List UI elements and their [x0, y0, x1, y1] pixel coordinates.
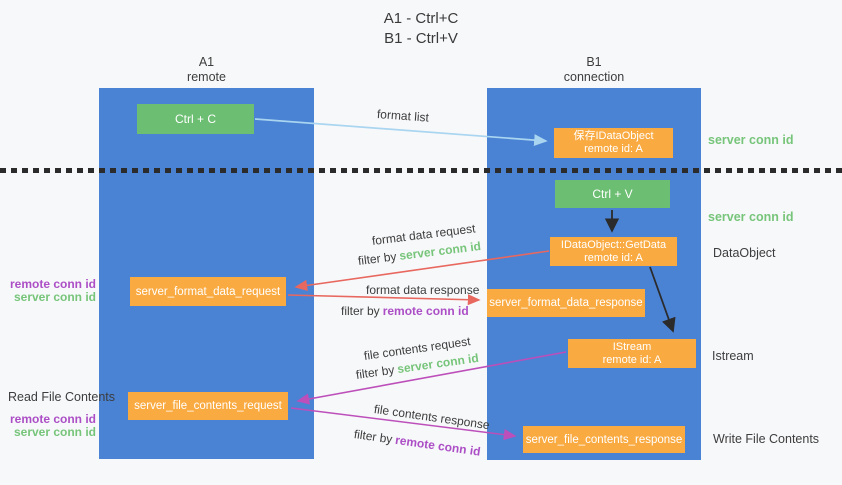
ctrl-v-label: Ctrl + V — [592, 187, 633, 201]
server-conn-id-label-left-top: server conn id — [13, 290, 96, 304]
read-file-contents-label: Read File Contents — [8, 390, 116, 404]
lane-b-header: B1 connection — [487, 55, 701, 85]
filter-by-text-4: filter by — [353, 427, 394, 447]
ctrl-v-box: Ctrl + V — [555, 180, 670, 208]
server-conn-id-label-top: server conn id — [708, 133, 794, 147]
lane-a-header: A1 remote — [99, 55, 314, 85]
format-response-label: server_format_data_response — [489, 297, 643, 309]
getdata-label: IDataObject::GetData — [560, 238, 667, 251]
remote-conn-id-label-bottom: remote conn id — [9, 412, 96, 426]
dashed-divider — [0, 168, 842, 173]
remote-conn-id-label-top: remote conn id — [9, 277, 96, 291]
filter-by-text-3: filter by — [355, 362, 396, 382]
title-line-1: A1 - Ctrl+C — [383, 10, 459, 27]
save-dataobject-box: 保存IDataObject remote id: A — [554, 128, 673, 158]
save-dataobject-remote-id: remote id: A — [584, 143, 643, 155]
istream-side-label: Istream — [712, 349, 754, 363]
file-response-label: server_file_contents_response — [525, 433, 683, 446]
write-file-contents-label: Write File Contents — [713, 432, 820, 446]
server-conn-id-label-left-bottom: server conn id — [13, 425, 96, 439]
save-dataobject-label: 保存IDataObject — [573, 130, 654, 142]
ctrl-c-label: Ctrl + C — [174, 112, 216, 126]
lane-a-role: remote — [187, 70, 226, 84]
ctrl-c-box: Ctrl + C — [137, 104, 254, 134]
istream-label: IStream — [612, 340, 652, 353]
lane-a-name: A1 — [198, 55, 215, 69]
istream-remote-id: remote id: A — [602, 353, 662, 366]
lane-b-name: B1 — [586, 55, 602, 69]
dataobject-label: DataObject — [713, 246, 776, 260]
server-conn-id-label-mid: server conn id — [708, 210, 794, 224]
title-line-2: B1 - Ctrl+V — [384, 30, 458, 47]
getdata-box: IDataObject::GetData remote id: A — [550, 237, 677, 266]
conn-id-block-bottom: remote conn id server conn id — [0, 413, 96, 439]
filter-by-text-2: filter by — [341, 304, 380, 318]
istream-box: IStream remote id: A — [568, 339, 696, 368]
format-data-response-label: format data response — [366, 283, 480, 297]
file-contents-response-label: file contents response — [373, 402, 491, 433]
format-request-label: server_format_data_request — [135, 285, 281, 298]
getdata-remote-id: remote id: A — [584, 251, 643, 264]
remote-conn-id-inline-2: remote conn id — [394, 432, 482, 459]
conn-id-block-top: remote conn id server conn id — [0, 278, 96, 304]
format-response-box: server_format_data_response — [487, 289, 645, 317]
format-request-box: server_format_data_request — [130, 277, 286, 306]
filter-by-text-1: filter by — [357, 249, 398, 268]
format-list-label: format list — [376, 107, 430, 125]
diagram-title: A1 - Ctrl+C B1 - Ctrl+V — [0, 9, 842, 49]
filter-by-remote-conn-id-label-2: filter byremote conn id — [353, 427, 481, 459]
file-request-label: server_file_contents_request — [134, 400, 282, 412]
remote-conn-id-inline-1: remote conn id — [382, 304, 469, 318]
file-request-box: server_file_contents_request — [128, 392, 288, 420]
file-response-box: server_file_contents_response — [523, 426, 685, 453]
lane-b-role: connection — [563, 70, 625, 84]
